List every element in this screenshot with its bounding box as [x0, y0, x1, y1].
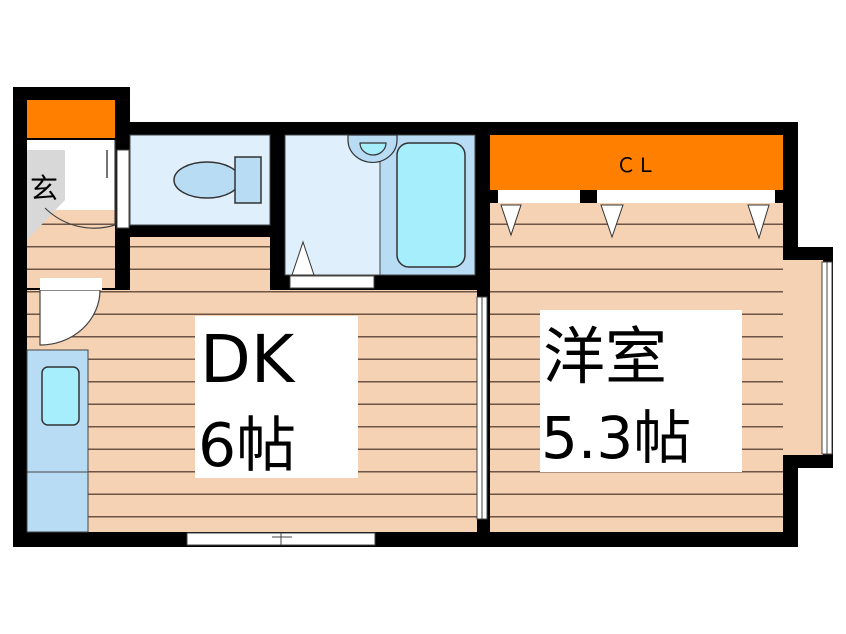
- kitchen-sink-icon: [41, 366, 80, 426]
- toilet-bowl-icon: [173, 161, 241, 199]
- closet[interactable]: [490, 135, 783, 190]
- shoe-closet: [27, 100, 115, 138]
- bathtub-icon: [396, 142, 466, 268]
- closet-door-icon: [500, 204, 522, 237]
- corridor-floor: [130, 237, 270, 290]
- closet-label: ＣＬ: [616, 153, 656, 177]
- dk-door-frame: [40, 278, 102, 290]
- entrance-label: 玄: [30, 172, 58, 205]
- washroom-door-icon: [291, 240, 315, 276]
- entrance-door-frame: [116, 149, 130, 229]
- closet-door-right[interactable]: [597, 190, 775, 203]
- western-room-name: 洋室: [543, 320, 667, 393]
- washbasin-bowl-icon: [359, 142, 387, 156]
- dk-room-size: 6帖: [198, 411, 296, 481]
- dk-label-box: [195, 316, 358, 478]
- toilet-tank-icon: [234, 156, 262, 204]
- washroom-door[interactable]: [289, 275, 375, 289]
- closet-door-icon: [747, 204, 770, 240]
- closet-door-icon: [600, 204, 624, 239]
- entrance-floor: [27, 150, 65, 240]
- bay-window-floor: [783, 260, 823, 455]
- dk-door-swing[interactable]: [39, 289, 101, 346]
- entrance-door-swing: [44, 140, 116, 229]
- dk-room-name: DK: [200, 321, 296, 398]
- closet-door-icons: [500, 204, 770, 240]
- western-label-box: [540, 310, 742, 472]
- closet-door-left[interactable]: [498, 190, 580, 203]
- western-room-size: 5.3帖: [541, 404, 691, 472]
